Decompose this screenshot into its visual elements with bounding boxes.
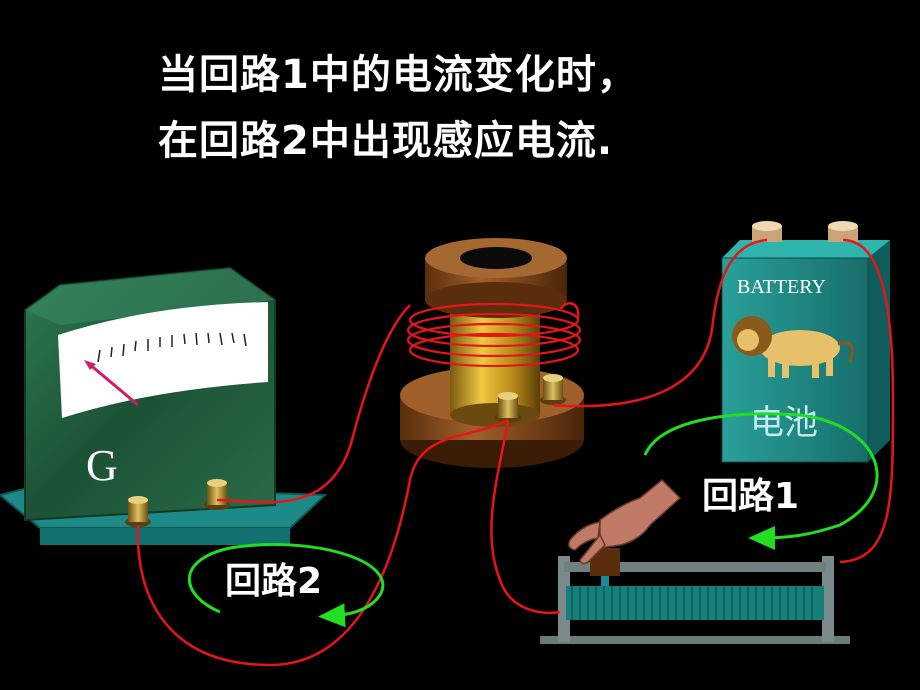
wire-loop2-b (216, 304, 411, 504)
galvanometer-base-front (40, 528, 290, 545)
caption-line1: 当回路1中的电流变化时， (158, 52, 638, 98)
loop2-label: 回路2 (225, 561, 322, 602)
rheostat-windings (571, 586, 813, 620)
coil-winding (406, 302, 582, 368)
lion-icon (732, 316, 854, 378)
rheostat-coil (566, 586, 824, 620)
rheostat (540, 548, 850, 644)
loop1-arrow (643, 412, 879, 550)
battery-label: 电池 (750, 403, 818, 443)
battery-terminal-right (828, 221, 858, 242)
wires (136, 238, 895, 667)
caption-line2: 在回路2中出现感应电流. (158, 118, 614, 164)
battery: BATTERY 电池 (721, 221, 890, 463)
galvanometer-label: G (86, 441, 118, 490)
galvanometer: G (0, 266, 328, 545)
dial-ticks (97, 332, 247, 363)
wire-coil-lead (558, 302, 580, 319)
coil-hole (460, 247, 532, 269)
rheostat-rail (564, 562, 826, 572)
coil-terminal-right (540, 374, 566, 405)
galvanometer-terminal-left (125, 496, 151, 527)
galvanometer-terminal-right (204, 479, 230, 510)
wire-loop2-a (136, 418, 509, 667)
coil-assembly (400, 238, 584, 468)
galvanometer-dial (58, 302, 268, 418)
battery-terminal-left (752, 221, 782, 242)
loop1-label: 回路1 (702, 476, 799, 517)
wire-battery-to-rheostat (839, 238, 895, 564)
battery-brand: BATTERY (737, 276, 826, 298)
wire-coil-to-battery (552, 238, 768, 408)
needle-icon (87, 361, 139, 407)
hand-icon (568, 478, 682, 565)
coil-terminal-left (495, 392, 521, 423)
wire-coil-to-rheostat (490, 419, 561, 614)
coil-core (450, 300, 540, 415)
loop2-arrow (187, 543, 385, 628)
